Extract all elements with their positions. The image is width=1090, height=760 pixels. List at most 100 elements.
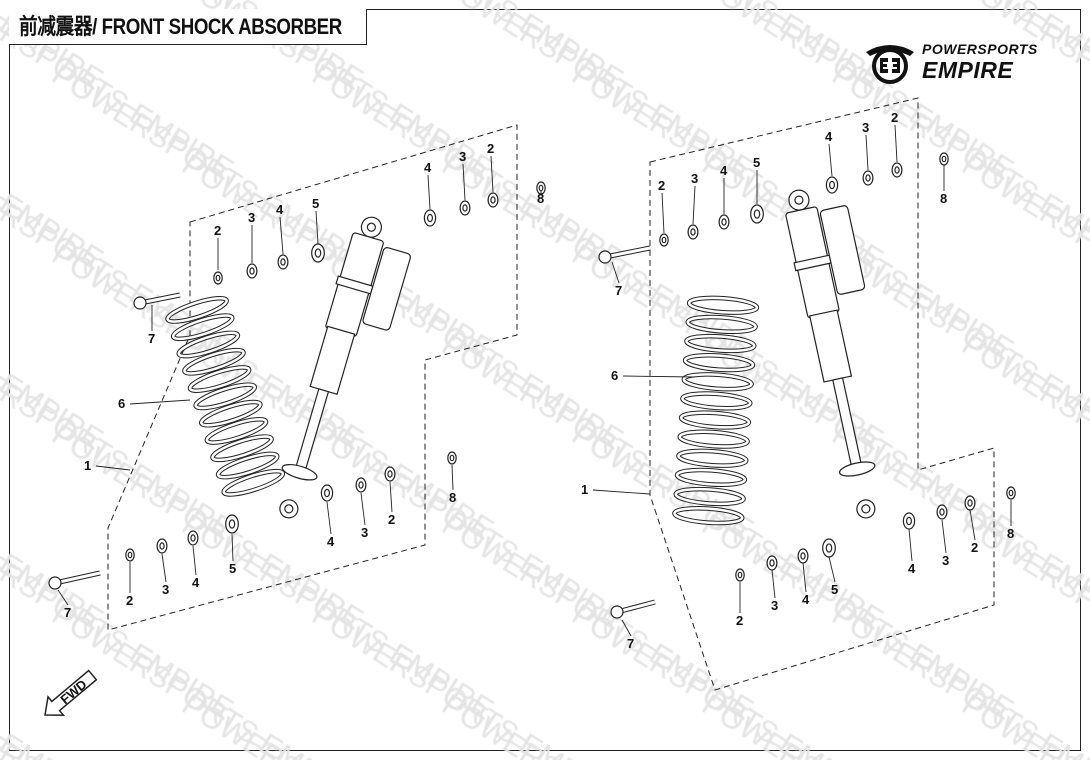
callout-number: 4 <box>424 160 432 175</box>
callout-number: 2 <box>214 223 221 238</box>
left-lower-bolt <box>48 570 101 590</box>
callout-number: 2 <box>388 512 395 527</box>
leader-line <box>969 509 976 541</box>
hardware-part <box>246 263 258 279</box>
leader-line <box>360 492 366 526</box>
leader-line <box>692 185 696 225</box>
callout-number: 3 <box>162 582 169 597</box>
leader-line <box>389 481 393 513</box>
hardware-part <box>936 504 948 520</box>
hardware-part <box>487 192 499 208</box>
left-shock-absorber <box>279 216 411 519</box>
hardware-part <box>862 170 874 186</box>
title-box: 前减震器/ FRONT SHOCK ABSORBER <box>9 9 367 45</box>
callout-number: 3 <box>248 210 255 225</box>
callout-number: 2 <box>658 178 665 193</box>
callout-number: 2 <box>971 540 978 555</box>
leader-line <box>231 533 234 562</box>
callout-number: 1 <box>84 458 91 473</box>
leader-line <box>828 143 833 177</box>
leader-line <box>161 553 167 583</box>
hardware-part <box>797 548 809 564</box>
right-upper-bolt <box>598 245 651 264</box>
leader-line <box>661 192 665 234</box>
callout-number: 3 <box>771 598 778 613</box>
hardware-part <box>277 254 289 270</box>
callout-number: 8 <box>537 191 544 206</box>
leader-line <box>57 589 69 606</box>
callout-number: 1 <box>581 482 588 497</box>
callout-number: 2 <box>126 593 133 608</box>
hardware-part <box>718 214 730 230</box>
callout-number: 3 <box>361 525 368 540</box>
right-lower-bolt <box>610 599 656 619</box>
callout-number: 4 <box>908 561 916 576</box>
leader-line <box>315 210 319 245</box>
callout-number: 6 <box>118 396 125 411</box>
hardware-part <box>1006 486 1016 500</box>
logo-line1: POWERSPORTS <box>922 41 1038 57</box>
leader-line <box>95 465 131 471</box>
hardware-part <box>355 477 367 493</box>
callout-number: 3 <box>942 553 949 568</box>
leader-line <box>941 519 947 554</box>
hardware-part <box>687 224 699 240</box>
callout-number: 5 <box>831 582 838 597</box>
callout-number: 7 <box>148 331 155 346</box>
hardware-part <box>423 209 437 227</box>
callout-number: 5 <box>753 155 760 170</box>
callout-number: 2 <box>487 141 494 156</box>
hardware-part <box>225 514 239 534</box>
callout-number: 7 <box>627 636 634 651</box>
hardware-part <box>659 233 669 247</box>
leader-line <box>828 556 836 583</box>
leader-line <box>865 134 869 171</box>
hardware-part <box>187 530 199 546</box>
hardware-part <box>384 466 396 482</box>
logo-line2: EMPIRE <box>922 57 1014 83</box>
callout-number: 5 <box>312 196 319 211</box>
callout-number: 8 <box>449 490 456 505</box>
leader-line <box>490 155 494 193</box>
callout-number: 4 <box>192 575 200 590</box>
hardware-part <box>735 568 745 582</box>
right-shock-absorber <box>785 189 876 519</box>
assembly-boundaries <box>107 97 995 691</box>
hardware-part <box>939 152 949 166</box>
hardware-part <box>750 204 764 224</box>
callout-number: 8 <box>1007 526 1014 541</box>
left-upper-bolt <box>133 292 181 310</box>
callout-number: 3 <box>459 149 466 164</box>
callout-number: 4 <box>327 534 335 549</box>
leader-line <box>894 124 898 163</box>
leader-line <box>621 619 632 637</box>
hardware-part <box>902 512 916 530</box>
hardware-part <box>459 200 471 216</box>
callout-number: 4 <box>825 129 833 144</box>
callout-number: 2 <box>736 613 743 628</box>
hardware-part <box>964 495 976 511</box>
leader-line <box>427 174 431 210</box>
fwd-arrow: FWD <box>44 669 98 716</box>
callout-number: 3 <box>691 171 698 186</box>
hardware-part <box>320 484 334 502</box>
leader-line <box>771 569 776 599</box>
left-coil-spring <box>165 295 286 497</box>
callout-number: 4 <box>720 163 728 178</box>
hardware-part <box>825 176 839 194</box>
hardware-part <box>447 451 457 465</box>
leader-line <box>592 489 651 495</box>
callout-number: 4 <box>802 592 810 607</box>
hardware-part <box>766 555 778 571</box>
callout-number: 7 <box>615 283 622 298</box>
callout-number: 6 <box>611 368 618 383</box>
hardware-part <box>822 538 836 558</box>
hardware-part <box>311 243 325 263</box>
right-coil-spring <box>672 295 760 526</box>
leader-line <box>451 464 454 491</box>
leader-line <box>192 545 197 576</box>
hardware-part <box>125 548 135 562</box>
